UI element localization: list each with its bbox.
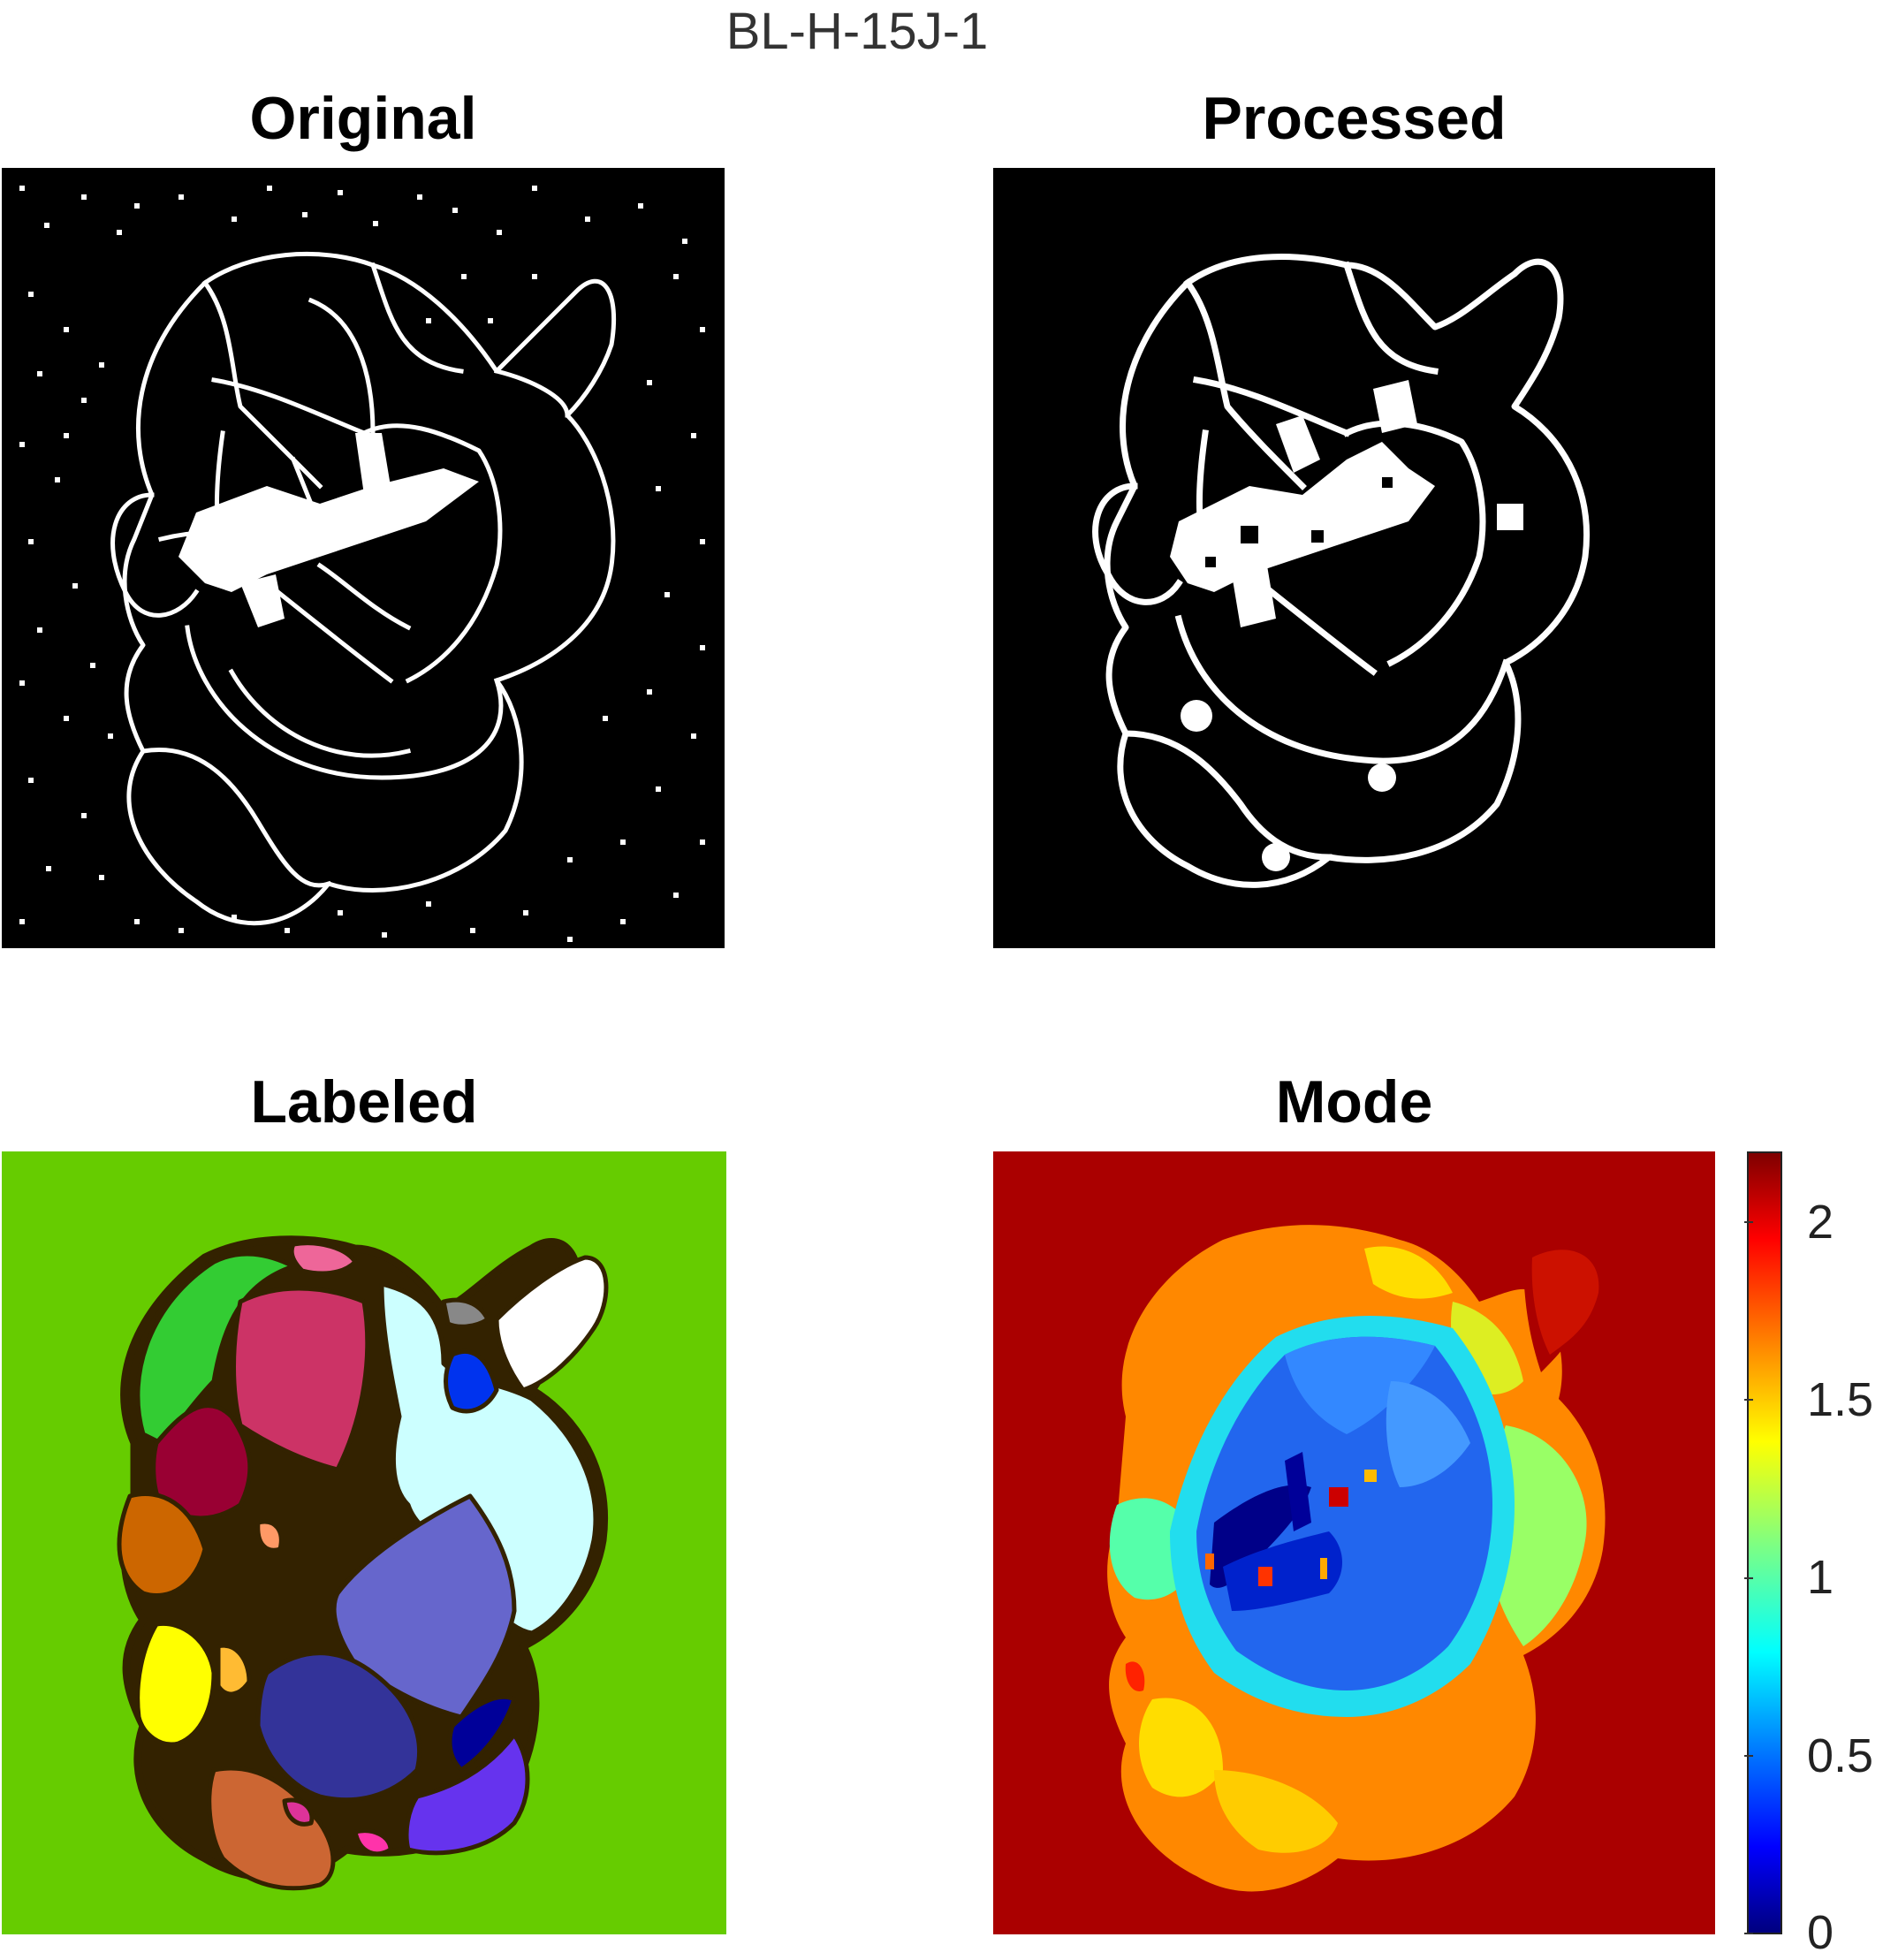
- colorbar-tick-label: 0.5: [1807, 1729, 1874, 1782]
- colorbar-tick-mark-0: [1744, 1933, 1753, 1934]
- colorbar-tick-label: 0: [1807, 1906, 1834, 1959]
- colorbar: [1747, 1151, 1782, 1934]
- panel-title-mode: Mode: [1275, 1068, 1433, 1136]
- colorbar-tick-label: 1.5: [1807, 1373, 1874, 1426]
- panel-title-processed: Processed: [1202, 85, 1507, 152]
- labeled-image: [2, 1151, 726, 1934]
- colorbar-tick-mark-2: [1744, 1221, 1753, 1223]
- colorbar-tick-mark-1.5: [1744, 1399, 1753, 1401]
- processed-image: [993, 168, 1715, 948]
- figure-title: BL-H-15J-1: [725, 3, 989, 60]
- original-image: [2, 168, 725, 948]
- colorbar-tick-label: 2: [1807, 1196, 1834, 1249]
- colorbar-tick-label: 1: [1807, 1551, 1834, 1604]
- colorbar-tick-mark-1: [1744, 1577, 1753, 1579]
- mode-image: [993, 1151, 1715, 1934]
- panel-title-original: Original: [249, 85, 477, 152]
- colorbar-tick-mark-0.5: [1744, 1755, 1753, 1757]
- panel-title-labeled: Labeled: [250, 1068, 478, 1136]
